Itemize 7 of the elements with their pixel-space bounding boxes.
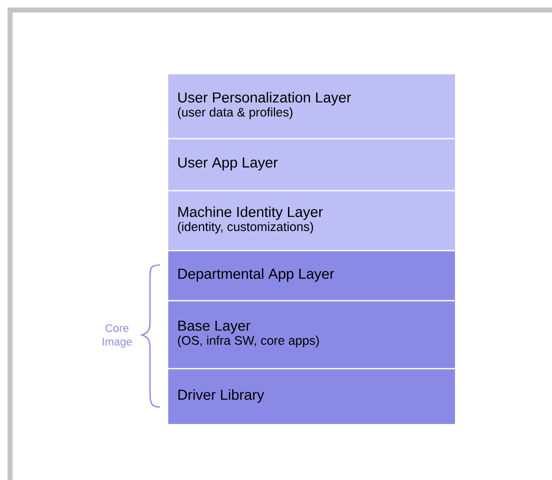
layer-box: Base Layer (OS, infra SW, core apps) xyxy=(167,300,456,370)
layer-box: Departmental App Layer xyxy=(167,250,456,302)
layer-box: User App Layer xyxy=(167,138,456,192)
brace-label: Core Image xyxy=(102,324,132,348)
layer-box: Machine Identity Layer (identity, customizations) xyxy=(167,190,456,252)
layer-box: Driver Library xyxy=(167,368,456,426)
layer-box: User Personalization Layer (user data & profiles) xyxy=(167,73,456,140)
